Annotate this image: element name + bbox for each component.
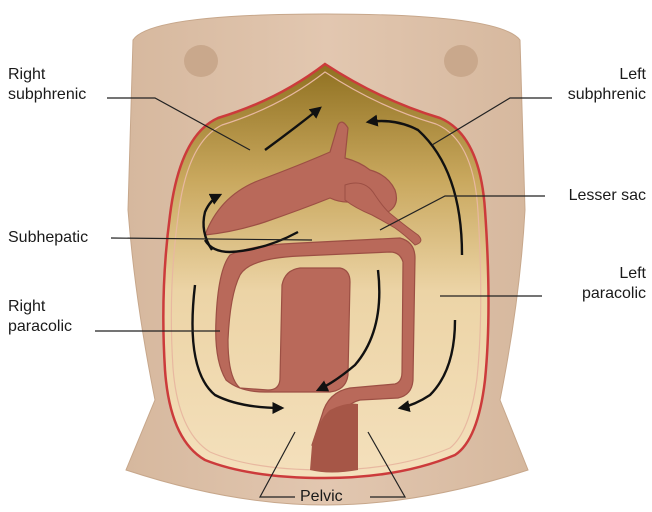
label-right-paracolic: Right paracolic <box>8 297 72 337</box>
right-nipple <box>184 45 218 77</box>
label-right-subphrenic-line2: subphrenic <box>8 85 86 105</box>
label-lesser-sac: Lesser sac <box>569 186 646 206</box>
label-left-subphrenic-line2: subphrenic <box>568 85 646 105</box>
label-left-paracolic: Left paracolic <box>582 264 646 304</box>
label-left-subphrenic: Left subphrenic <box>568 65 646 105</box>
label-subhepatic: Subhepatic <box>8 228 88 248</box>
label-right-paracolic-line1: Right <box>8 297 72 317</box>
label-left-paracolic-line2: paracolic <box>582 284 646 304</box>
label-left-paracolic-line1: Left <box>582 264 646 284</box>
label-right-paracolic-line2: paracolic <box>8 317 72 337</box>
label-right-subphrenic: Right subphrenic <box>8 65 86 105</box>
label-right-subphrenic-line1: Right <box>8 65 86 85</box>
label-left-subphrenic-line1: Left <box>568 65 646 85</box>
label-pelvic: Pelvic <box>300 487 343 507</box>
left-nipple <box>444 45 478 77</box>
